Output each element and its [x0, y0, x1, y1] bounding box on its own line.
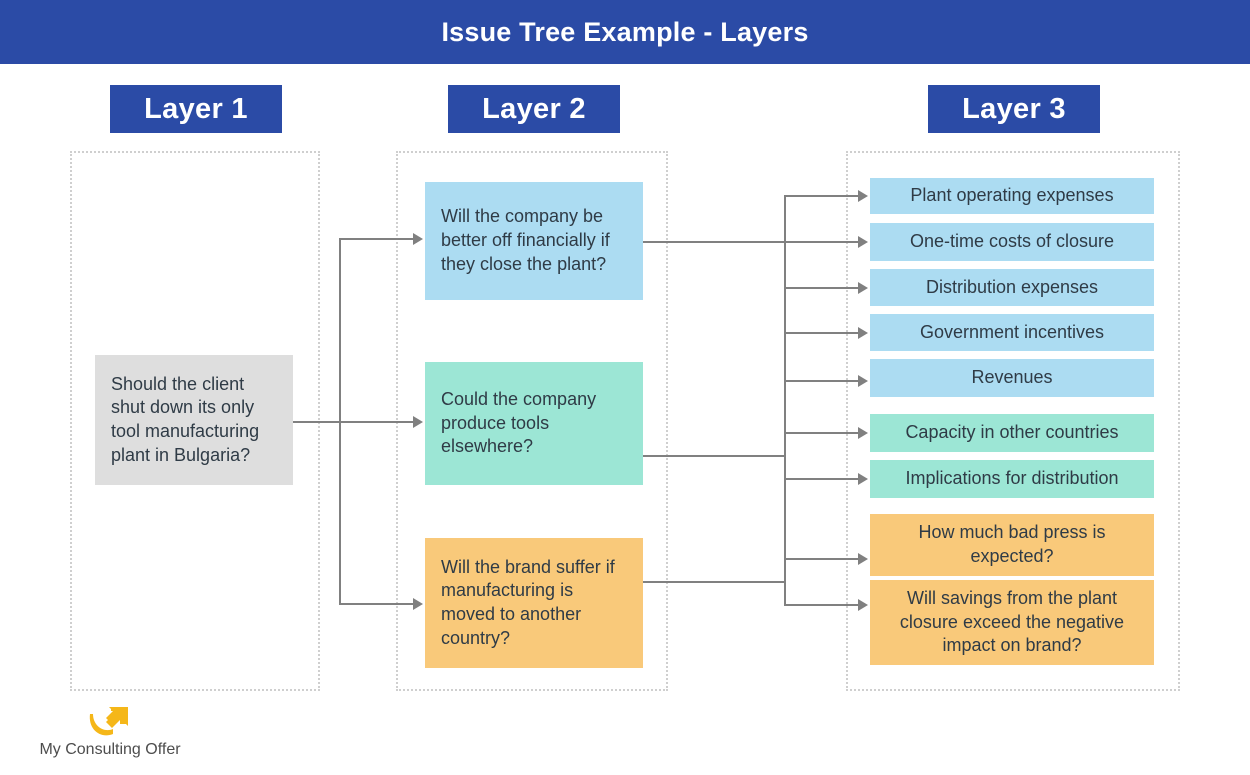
- arrowhead-l3-5: [858, 375, 868, 387]
- layer-badge-3: Layer 3: [928, 85, 1100, 133]
- arrowhead-l2-2: [413, 416, 423, 428]
- arrowhead-l3-8: [858, 553, 868, 565]
- node-layer3-item[interactable]: Distribution expenses: [870, 269, 1154, 306]
- node-layer3-item[interactable]: One-time costs of closure: [870, 223, 1154, 261]
- connector-blue-stem: [643, 241, 786, 243]
- arrowhead-l3-9: [858, 599, 868, 611]
- brand-name: My Consulting Offer: [39, 741, 181, 758]
- connector-teal-stem: [643, 455, 786, 457]
- layer-badge-1: Layer 1: [110, 85, 282, 133]
- connector-l1-branch-2: [339, 421, 413, 423]
- layer-badge-2: Layer 2: [448, 85, 620, 133]
- node-layer1-root[interactable]: Should the client shut down its only too…: [95, 355, 293, 485]
- node-layer2-produce-elsewhere[interactable]: Could the company produce tools elsewher…: [425, 362, 643, 485]
- node-layer2-financial[interactable]: Will the company be better off financial…: [425, 182, 643, 300]
- node-layer3-item[interactable]: Plant operating expenses: [870, 178, 1154, 214]
- connector-orange-stem: [643, 581, 786, 583]
- connector-blue-branch-5: [784, 380, 858, 382]
- connector-blue-branch-4: [784, 332, 858, 334]
- page-title: Issue Tree Example - Layers: [441, 16, 809, 47]
- connector-orange-branch-2: [784, 604, 858, 606]
- connector-orange-trunk: [784, 558, 786, 606]
- curved-arrow-icon: [89, 707, 128, 736]
- connector-blue-branch-1: [784, 195, 858, 197]
- node-layer3-item[interactable]: Implications for distribution: [870, 460, 1154, 498]
- connector-blue-branch-2: [784, 241, 858, 243]
- connector-blue-branch-3: [784, 287, 858, 289]
- arrowhead-l3-2: [858, 236, 868, 248]
- connector-orange-branch-1: [784, 558, 858, 560]
- node-layer3-item[interactable]: Capacity in other countries: [870, 414, 1154, 452]
- node-layer2-brand-impact[interactable]: Will the brand suffer if manufacturing i…: [425, 538, 643, 668]
- connector-l1-branch-1: [339, 238, 413, 240]
- header-banner: Issue Tree Example - Layers: [0, 0, 1250, 64]
- node-layer3-item[interactable]: Will savings from the plant closure exce…: [870, 580, 1154, 665]
- node-layer3-item[interactable]: Revenues: [870, 359, 1154, 397]
- connector-blue-trunk: [784, 195, 786, 582]
- node-layer3-item[interactable]: Government incentives: [870, 314, 1154, 351]
- arrowhead-l3-4: [858, 327, 868, 339]
- arrowhead-l2-3: [413, 598, 423, 610]
- arrowhead-l2-1: [413, 233, 423, 245]
- connector-teal-branch-1: [784, 432, 858, 434]
- connector-teal-branch-2: [784, 478, 858, 480]
- node-layer3-item[interactable]: How much bad press is expected?: [870, 514, 1154, 576]
- arrowhead-l3-7: [858, 473, 868, 485]
- connector-teal-trunk: [784, 432, 786, 479]
- arrowhead-l3-1: [858, 190, 868, 202]
- connector-l1-branch-3: [339, 603, 413, 605]
- arrowhead-l3-3: [858, 282, 868, 294]
- connector-root-stem: [293, 421, 341, 423]
- footer-logo: My Consulting Offer: [20, 705, 200, 759]
- layer-column-3: [846, 151, 1180, 691]
- arrowhead-l3-6: [858, 427, 868, 439]
